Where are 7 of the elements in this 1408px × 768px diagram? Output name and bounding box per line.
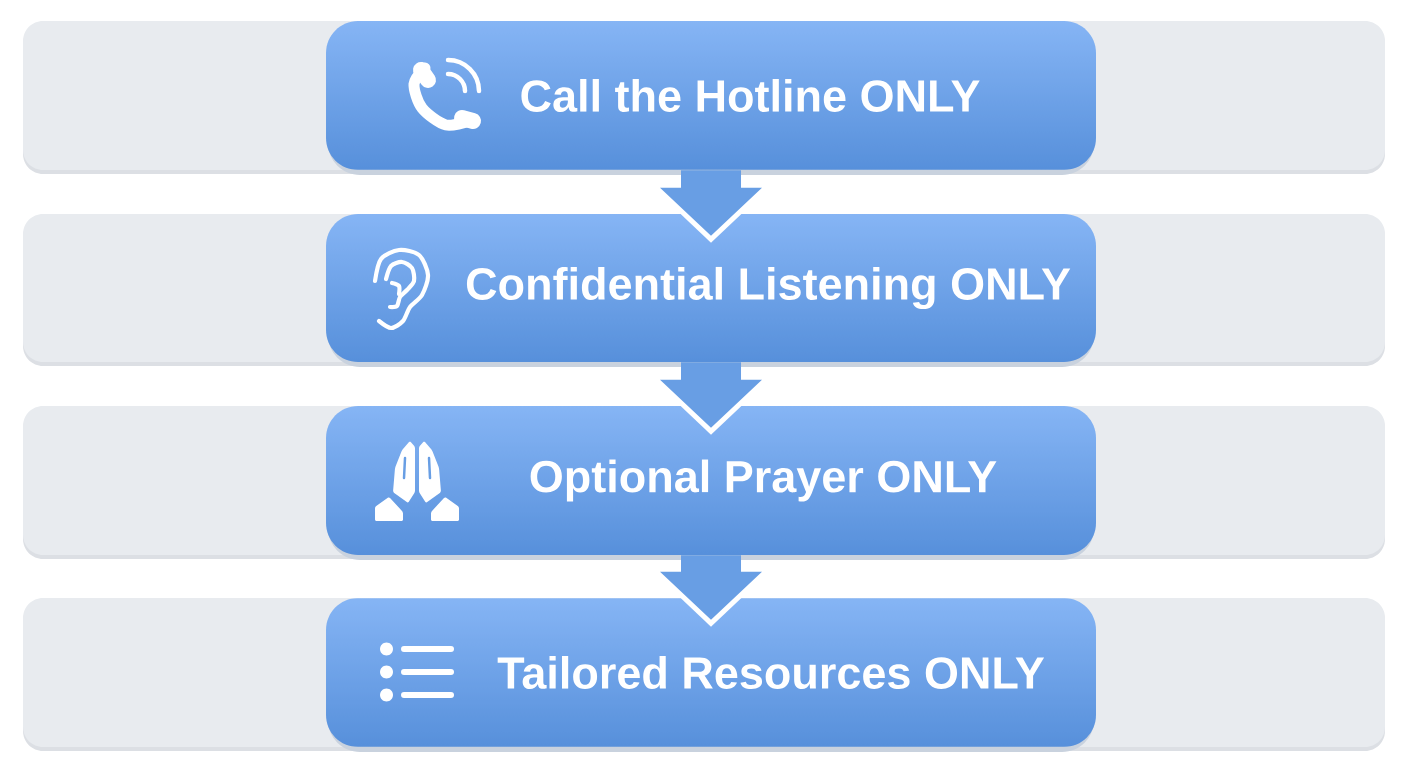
arrow: [660, 555, 762, 620]
step-box: Confidential Listening ONLY: [326, 213, 1096, 367]
step-box: Tailored Resources ONLY: [326, 597, 1096, 752]
arrow: [660, 362, 762, 428]
step-box: Optional Prayer ONLY: [326, 405, 1096, 560]
step-box: Call the Hotline ONLY: [326, 21, 1096, 175]
arrow: [660, 170, 762, 236]
